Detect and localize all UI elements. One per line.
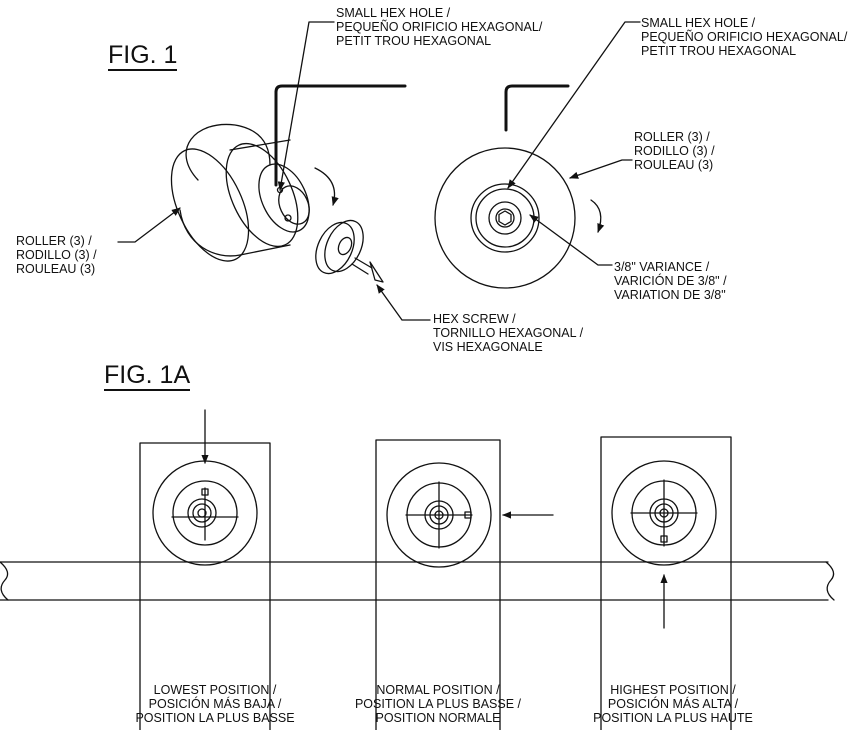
variance-label: 3/8" VARIANCE /VARICIÓN DE 3/8" /VARIATI… [614, 260, 727, 302]
fig1a-title: FIG. 1A [104, 361, 191, 391]
normal-position-caption: NORMAL POSITION /POSITION LA PLUS BASSE … [354, 683, 522, 725]
front-roller-view [434, 21, 641, 289]
roller-label-left: ROLLER (3) /RODILLO (3) /ROULEAU (3) [16, 234, 97, 276]
hex-screw-label: HEX SCREW /TORNILLO HEXAGONAL /VIS HEXAG… [433, 312, 584, 354]
exploded-roller-view [117, 21, 431, 321]
position-panels [0, 409, 835, 730]
small-hex-hole-label-right: SMALL HEX HOLE /PEQUEÑO ORIFICIO HEXAGON… [641, 16, 848, 58]
lowest-position-caption: LOWEST POSITION /POSICIÓN MÁS BAJA /POSI… [135, 683, 295, 725]
highest-position-caption: HIGHEST POSITION /POSICIÓN MÁS ALTA /POS… [593, 683, 753, 725]
small-hex-hole-label-left: SMALL HEX HOLE /PEQUEÑO ORIFICIO HEXAGON… [336, 6, 543, 48]
fig1-title: FIG. 1 [108, 41, 178, 71]
roller-label-right: ROLLER (3) /RODILLO (3) /ROULEAU (3) [634, 130, 715, 172]
